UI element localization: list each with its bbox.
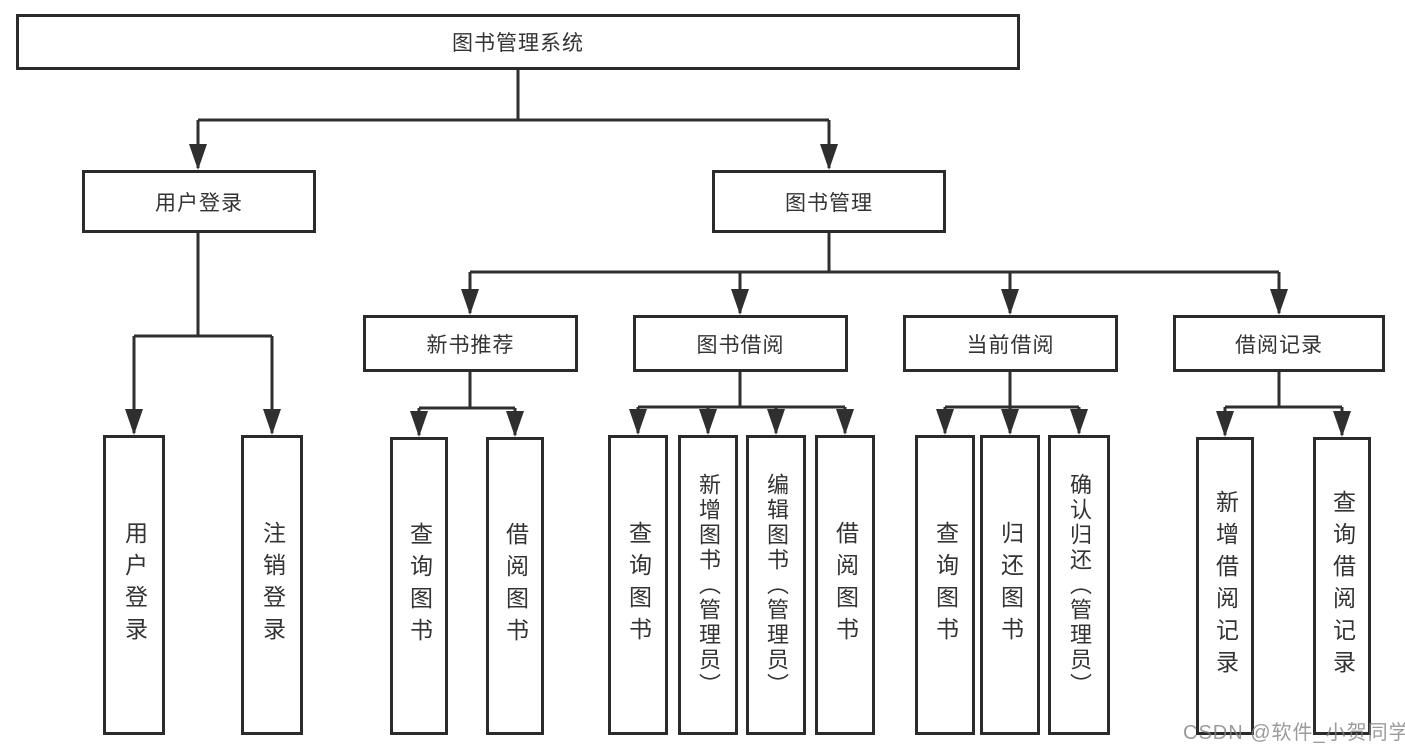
- leaf-br-query-record: 查询借阅记录: [1313, 437, 1371, 735]
- node-label: 查询图书: [932, 521, 959, 649]
- node-book-mgmt: 图书管理: [712, 170, 946, 233]
- node-label: 当前借阅: [966, 333, 1055, 357]
- edge-bookmgmt-to-level3: [461, 233, 1288, 315]
- leaf-cb-confirm-return-admin: 确认归还（管理员）: [1048, 435, 1110, 735]
- arrowhead-icon: [1333, 411, 1351, 437]
- edge-currentborrow-to-leaves: [936, 372, 1088, 435]
- arrowhead-icon: [731, 289, 749, 315]
- csdn-watermark: CSDN @软件_小贺同学: [1183, 722, 1405, 744]
- leaf-cb-query-books: 查询图书: [915, 435, 975, 735]
- node-label: 图书管理: [785, 191, 873, 215]
- arrowhead-icon: [410, 411, 428, 437]
- leaf-cb-return-books: 归还图书: [980, 435, 1040, 735]
- arrowhead-icon: [1070, 409, 1088, 435]
- arrowhead-icon: [936, 409, 954, 435]
- leaf-nbr-borrow-books: 借阅图书: [486, 437, 544, 735]
- edge-newbookrec-to-leaves: [410, 372, 524, 437]
- node-user-login: 用户登录: [82, 170, 316, 233]
- node-label: 用户登录: [121, 521, 148, 649]
- arrowhead-icon: [125, 409, 143, 435]
- node-label: 新增图书（管理员）: [696, 472, 721, 698]
- node-label: 借阅记录: [1235, 333, 1323, 357]
- node-label: 确认归还（管理员）: [1067, 472, 1092, 698]
- node-label: 图书借阅: [696, 333, 785, 357]
- arrowhead-icon: [1270, 289, 1288, 315]
- leaf-nbr-query-books: 查询图书: [390, 437, 448, 735]
- node-label: 查询图书: [625, 521, 652, 649]
- arrowhead-icon: [629, 409, 647, 435]
- node-root: 图书管理系统: [16, 14, 1020, 70]
- arrowhead-icon: [1001, 289, 1019, 315]
- leaf-bb-query-books: 查询图书: [608, 435, 668, 735]
- arrowhead-icon: [506, 411, 524, 437]
- edge-bookborrow-to-leaves: [629, 372, 854, 435]
- node-label: 注销登录: [259, 521, 286, 649]
- node-label: 查询图书: [406, 522, 433, 650]
- node-label: 查询借阅记录: [1329, 490, 1356, 682]
- edge-root-to-level2: [189, 70, 838, 170]
- node-label: 用户登录: [155, 191, 243, 215]
- node-book-borrow: 图书借阅: [633, 315, 848, 372]
- node-label: 新增借阅记录: [1212, 490, 1239, 682]
- node-label: 借阅图书: [832, 521, 859, 649]
- arrowhead-icon: [836, 409, 854, 435]
- node-label: 图书管理系统: [452, 32, 584, 55]
- edge-userlogin-to-leaves: [125, 233, 281, 435]
- arrowhead-icon: [699, 409, 717, 435]
- arrowhead-icon: [1216, 411, 1234, 437]
- arrowhead-icon: [263, 409, 281, 435]
- node-label: 借阅图书: [502, 522, 529, 650]
- node-label: 归还图书: [997, 521, 1024, 649]
- node-label: 新书推荐: [426, 333, 515, 357]
- leaf-bb-add-books-admin: 新增图书（管理员）: [678, 435, 738, 735]
- node-borrow-records: 借阅记录: [1173, 315, 1385, 372]
- node-label: 编辑图书（管理员）: [764, 472, 789, 698]
- arrowhead-icon: [820, 144, 838, 170]
- arrowhead-icon: [767, 409, 785, 435]
- leaf-user-login: 用户登录: [103, 435, 165, 735]
- arrowhead-icon: [189, 144, 207, 170]
- node-new-book-rec: 新书推荐: [363, 315, 578, 372]
- edge-borrowrecords-to-leaves: [1216, 372, 1351, 437]
- arrowhead-icon: [461, 289, 479, 315]
- leaf-logout: 注销登录: [241, 435, 303, 735]
- leaf-bb-borrow-books: 借阅图书: [815, 435, 875, 735]
- leaf-bb-edit-books-admin: 编辑图书（管理员）: [746, 435, 806, 735]
- leaf-br-add-record: 新增借阅记录: [1196, 437, 1254, 735]
- node-current-borrow: 当前借阅: [903, 315, 1118, 372]
- arrowhead-icon: [1001, 409, 1019, 435]
